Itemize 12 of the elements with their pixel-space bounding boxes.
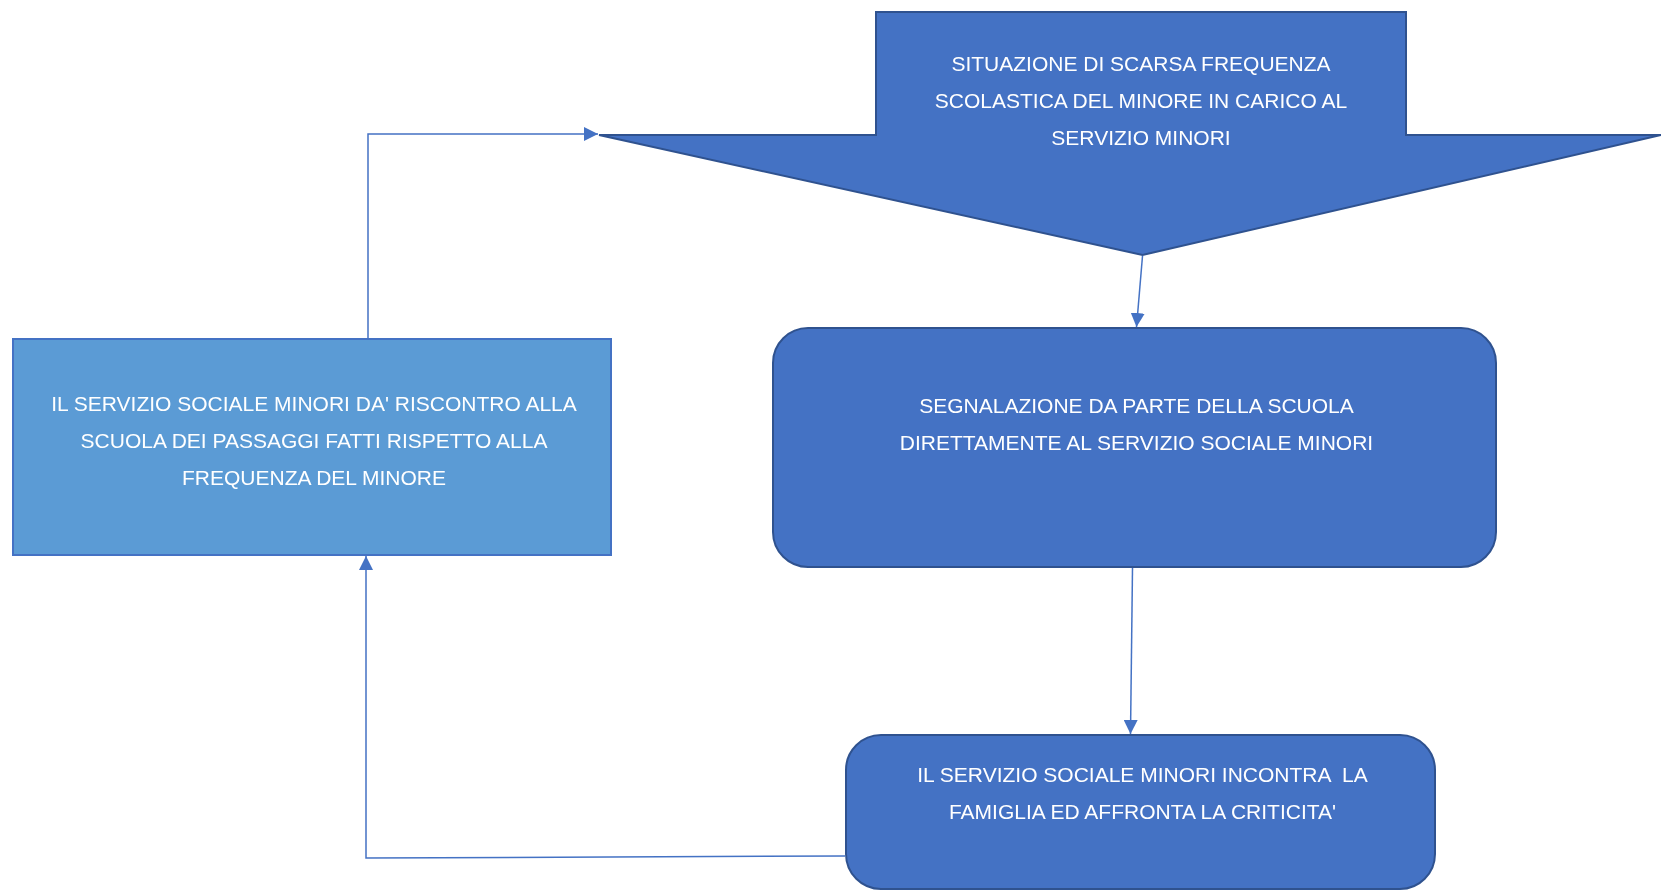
arrow [1130, 255, 1145, 328]
arrow [367, 127, 599, 339]
node-text: IL SERVIZIO SOCIALE MINORI INCONTRA LA FAMIGLIA ED AFFRONTA LA CRITICITA' [916, 762, 1369, 825]
process-box [12, 338, 612, 556]
node-text: SEGNALAZIONE DA PARTE DELLA SCUOLA DIRETTAMENTE AL SERVIZIO SOCIALE MINORI [898, 393, 1375, 456]
arrow-callout-shape [598, 11, 1661, 257]
node-text: SITUAZIONE DI SCARSA FREQUENZA SCOLASTICA DEL MINORE IN CARICO AL SERVIZIO MINORI [933, 50, 1349, 151]
arrow [359, 555, 846, 859]
process-box [845, 734, 1436, 890]
arrow [1123, 567, 1138, 735]
node-text: IL SERVIZIO SOCIALE MINORI DA' RISCONTRO ALLA SCUOLA DEI PASSAGGI FATTI RISPETTO ALLA FREQUENZA DEL MINORE [50, 390, 578, 491]
process-box [772, 327, 1497, 568]
